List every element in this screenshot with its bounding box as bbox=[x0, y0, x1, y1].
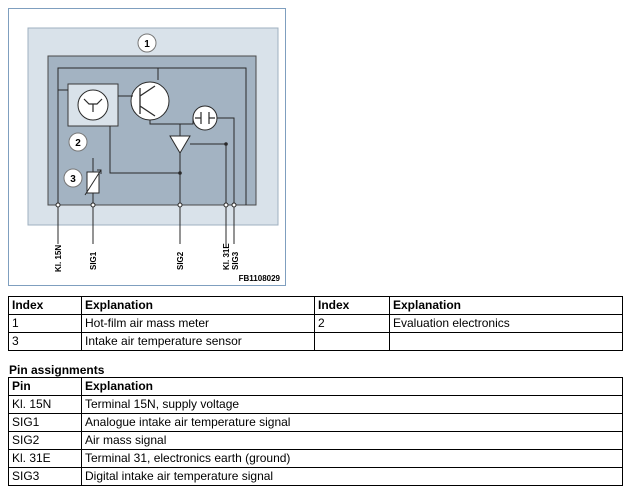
transistor-glyph bbox=[139, 85, 156, 117]
callout-2: 2 bbox=[68, 132, 88, 152]
table-row: 3 Intake air temperature sensor bbox=[8, 332, 623, 351]
table-cell: SIG2 bbox=[8, 431, 82, 450]
pin-table-header: Pin Explanation bbox=[8, 377, 623, 396]
callout-3: 3 bbox=[63, 168, 83, 188]
table-row: Kl. 31E Terminal 31, electronics earth (… bbox=[8, 449, 623, 468]
table-cell: Hot-film air mass meter bbox=[81, 314, 315, 333]
callout-3-label: 3 bbox=[70, 174, 76, 185]
table-row: Kl. 15N Terminal 15N, supply voltage bbox=[8, 395, 623, 414]
pin-label-kl15n: Kl. 15N bbox=[54, 245, 63, 272]
table-cell: 1 bbox=[8, 314, 82, 333]
junction-dot bbox=[224, 142, 228, 146]
pin-label-kl31e: Kl. 31E bbox=[222, 243, 231, 270]
table-cell: Air mass signal bbox=[81, 431, 623, 450]
index-table: Index Explanation Index Explanation 1 Ho… bbox=[8, 296, 623, 351]
header-explanation: Explanation bbox=[81, 377, 623, 396]
header-explanation: Explanation bbox=[389, 296, 623, 315]
transistor-symbol bbox=[130, 81, 170, 121]
figure-code: FB1108029 bbox=[239, 274, 281, 283]
header-index: Index bbox=[314, 296, 390, 315]
table-row: SIG1 Analogue intake air temperature sig… bbox=[8, 413, 623, 432]
pin-assignments-heading: Pin assignments bbox=[9, 363, 105, 377]
table-row: 1 Hot-film air mass meter 2 Evaluation e… bbox=[8, 314, 623, 333]
junction-dot bbox=[178, 171, 182, 175]
table-cell: Evaluation electronics bbox=[389, 314, 623, 333]
header-index: Index bbox=[8, 296, 82, 315]
table-cell: Intake air temperature sensor bbox=[81, 332, 315, 351]
table-cell: SIG3 bbox=[8, 467, 82, 486]
pin-label-sig1: SIG1 bbox=[89, 251, 98, 270]
pin-label-sig2: SIG2 bbox=[176, 251, 185, 270]
pin-assignments-table: Pin Explanation Kl. 15N Terminal 15N, su… bbox=[8, 377, 623, 486]
table-cell: Analogue intake air temperature signal bbox=[81, 413, 623, 432]
ntc-resistor-arrow bbox=[84, 169, 102, 196]
hot-film-glyph bbox=[83, 98, 103, 112]
pin-label-sig3: SIG3 bbox=[231, 251, 240, 270]
table-cell: 3 bbox=[8, 332, 82, 351]
capacitor-glyph bbox=[195, 112, 215, 124]
index-table-header: Index Explanation Index Explanation bbox=[8, 296, 623, 315]
callout-1-label: 1 bbox=[144, 39, 150, 50]
callout-1: 1 bbox=[137, 33, 157, 53]
table-cell: Digital intake air temperature signal bbox=[81, 467, 623, 486]
table-cell: SIG1 bbox=[8, 413, 82, 432]
table-row: SIG2 Air mass signal bbox=[8, 431, 623, 450]
table-cell: Terminal 15N, supply voltage bbox=[81, 395, 623, 414]
header-explanation: Explanation bbox=[81, 296, 315, 315]
table-cell bbox=[314, 332, 390, 351]
table-row: SIG3 Digital intake air temperature sign… bbox=[8, 467, 623, 486]
electronics-area bbox=[47, 55, 257, 206]
table-cell: 2 bbox=[314, 314, 390, 333]
callout-2-label: 2 bbox=[75, 138, 81, 149]
table-cell: Kl. 31E bbox=[8, 449, 82, 468]
sensor-diagram: 1 2 3 Kl. 15N SIG1 SIG2 Kl. 31E SIG3 FB1… bbox=[8, 8, 286, 286]
table-cell: Kl. 15N bbox=[8, 395, 82, 414]
table-cell: Terminal 31, electronics earth (ground) bbox=[81, 449, 623, 468]
table-cell bbox=[389, 332, 623, 351]
pin-terminals bbox=[55, 202, 237, 208]
header-pin: Pin bbox=[8, 377, 82, 396]
pin-leads bbox=[57, 205, 235, 244]
